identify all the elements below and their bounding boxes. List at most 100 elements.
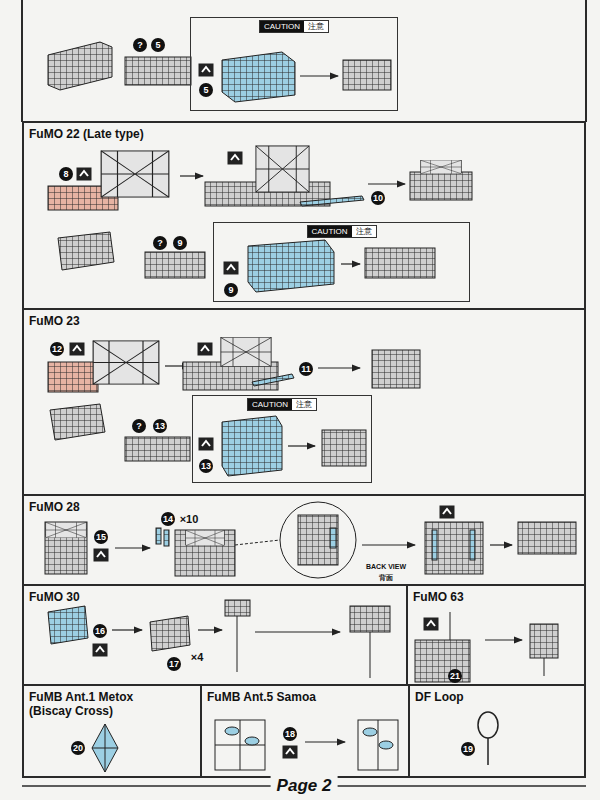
step-arrow — [180, 175, 203, 176]
section-panel: DF Loop — [408, 684, 586, 778]
antenna-panel — [487, 738, 489, 765]
caution-header: CAUTION注意 — [259, 20, 329, 33]
frame-lines — [22, 0, 586, 786]
assembly-icon — [199, 64, 214, 77]
section-title: FuMO 63 — [413, 590, 464, 604]
page-number: Page 2 — [271, 776, 338, 796]
antenna-panel — [101, 151, 169, 197]
antenna-panel — [248, 240, 334, 292]
antenna-panel — [186, 530, 225, 545]
antenna-panel — [175, 530, 235, 576]
callout-number: 11 — [299, 362, 313, 376]
section-panel: FuMO 22 (Late type) CAUTION注意 — [22, 121, 586, 310]
antenna-panel — [415, 640, 470, 682]
antenna-panel — [92, 724, 118, 772]
antenna-panel — [222, 416, 282, 476]
antenna-panel — [235, 540, 280, 545]
step-arrow — [300, 75, 338, 76]
antenna-panel — [46, 522, 87, 537]
callout-number: ? — [133, 38, 147, 52]
caution-label: CAUTION — [308, 226, 352, 237]
assembly-icon — [94, 549, 109, 562]
callout-number: 5 — [151, 38, 165, 52]
callout-number: 21 — [448, 669, 462, 683]
callout-number: 14 — [161, 512, 175, 526]
step-arrow — [112, 629, 142, 630]
antenna-panel — [58, 232, 114, 270]
antenna-panel — [330, 528, 336, 548]
step-arrow — [198, 629, 222, 630]
antenna-panel — [363, 728, 377, 736]
antenna-panel — [125, 437, 190, 461]
antenna-panel — [470, 530, 475, 560]
antenna-panel — [93, 341, 159, 384]
antenna-panel — [150, 616, 190, 651]
antenna-panel — [252, 374, 294, 386]
antenna-panel — [530, 624, 558, 658]
caution-label: 注意 — [292, 399, 316, 410]
callout-number: 12 — [50, 342, 64, 356]
section-panel: FuMO 23 CAUTION注意 — [22, 308, 586, 496]
callout-number: 17 — [167, 657, 181, 671]
callout-number: 15 — [94, 530, 108, 544]
antenna-panel — [300, 196, 364, 206]
caution-header: CAUTION注意 — [307, 225, 377, 238]
caution-label: 注意 — [352, 226, 376, 237]
section-title: FuMO 22 (Late type) — [29, 127, 144, 141]
antenna-panel — [365, 248, 435, 278]
frame-lines — [22, 0, 586, 122]
caution-label: CAUTION — [260, 21, 304, 32]
section-panel: FuMB Ant.5 Samoa — [200, 684, 410, 778]
callout-number: 18 — [283, 727, 297, 741]
antenna-panel — [45, 42, 576, 772]
antenna-panel — [92, 724, 118, 772]
section-title: FuMO 30 — [29, 590, 80, 604]
section-title: FuMB Ant.1 Metox (Biscay Cross) — [29, 690, 154, 718]
antenna-panel — [343, 60, 391, 90]
callout-number: 13 — [153, 419, 167, 433]
antenna-panel — [350, 606, 390, 632]
note-text: BACK VIEW — [365, 562, 407, 571]
antenna-panel — [164, 530, 169, 546]
assembly-icon — [93, 644, 108, 657]
antenna-panel — [425, 522, 483, 574]
antenna-panel — [222, 52, 295, 102]
section-panel: FuMO 30 — [22, 584, 408, 686]
antenna-panel — [145, 252, 205, 278]
step-arrow — [318, 367, 360, 368]
antenna-panel — [125, 57, 191, 85]
section-panel: FuMB Ant.1 Metox (Biscay Cross) — [22, 684, 202, 778]
antenna-panel — [256, 146, 309, 192]
antenna-panel — [48, 362, 98, 392]
antenna-panel — [48, 42, 112, 90]
step-arrow — [485, 639, 522, 640]
assembly-icon — [424, 618, 439, 631]
antenna-panel — [245, 737, 259, 745]
caution-label: CAUTION — [248, 399, 292, 410]
step-arrow — [288, 445, 315, 446]
section-title: DF Loop — [415, 690, 464, 704]
callout-number: 9 — [224, 283, 238, 297]
assembly-icon — [224, 262, 239, 275]
antenna-panel — [45, 522, 87, 574]
antenna-panel — [518, 522, 576, 554]
section-title: FuMO 23 — [29, 314, 80, 328]
assembly-icon — [77, 168, 92, 181]
step-arrow — [362, 544, 415, 545]
antenna-panel — [156, 528, 161, 544]
step-arrow — [490, 544, 512, 545]
antenna-panel — [410, 172, 472, 200]
antenna-panel — [298, 515, 338, 565]
callout-number: 9 — [173, 236, 187, 250]
antenna-panel — [215, 720, 265, 770]
assembly-icon — [70, 343, 85, 356]
callout-number: 5 — [199, 83, 213, 97]
antenna-panel — [225, 727, 239, 735]
callout-number: 8 — [59, 167, 73, 181]
section-title: FuMB Ant.5 Samoa — [207, 690, 316, 704]
assembly-icon — [283, 746, 298, 759]
assembly-icon — [199, 438, 214, 451]
antenna-panel — [225, 600, 250, 616]
assembly-icon — [198, 343, 213, 356]
